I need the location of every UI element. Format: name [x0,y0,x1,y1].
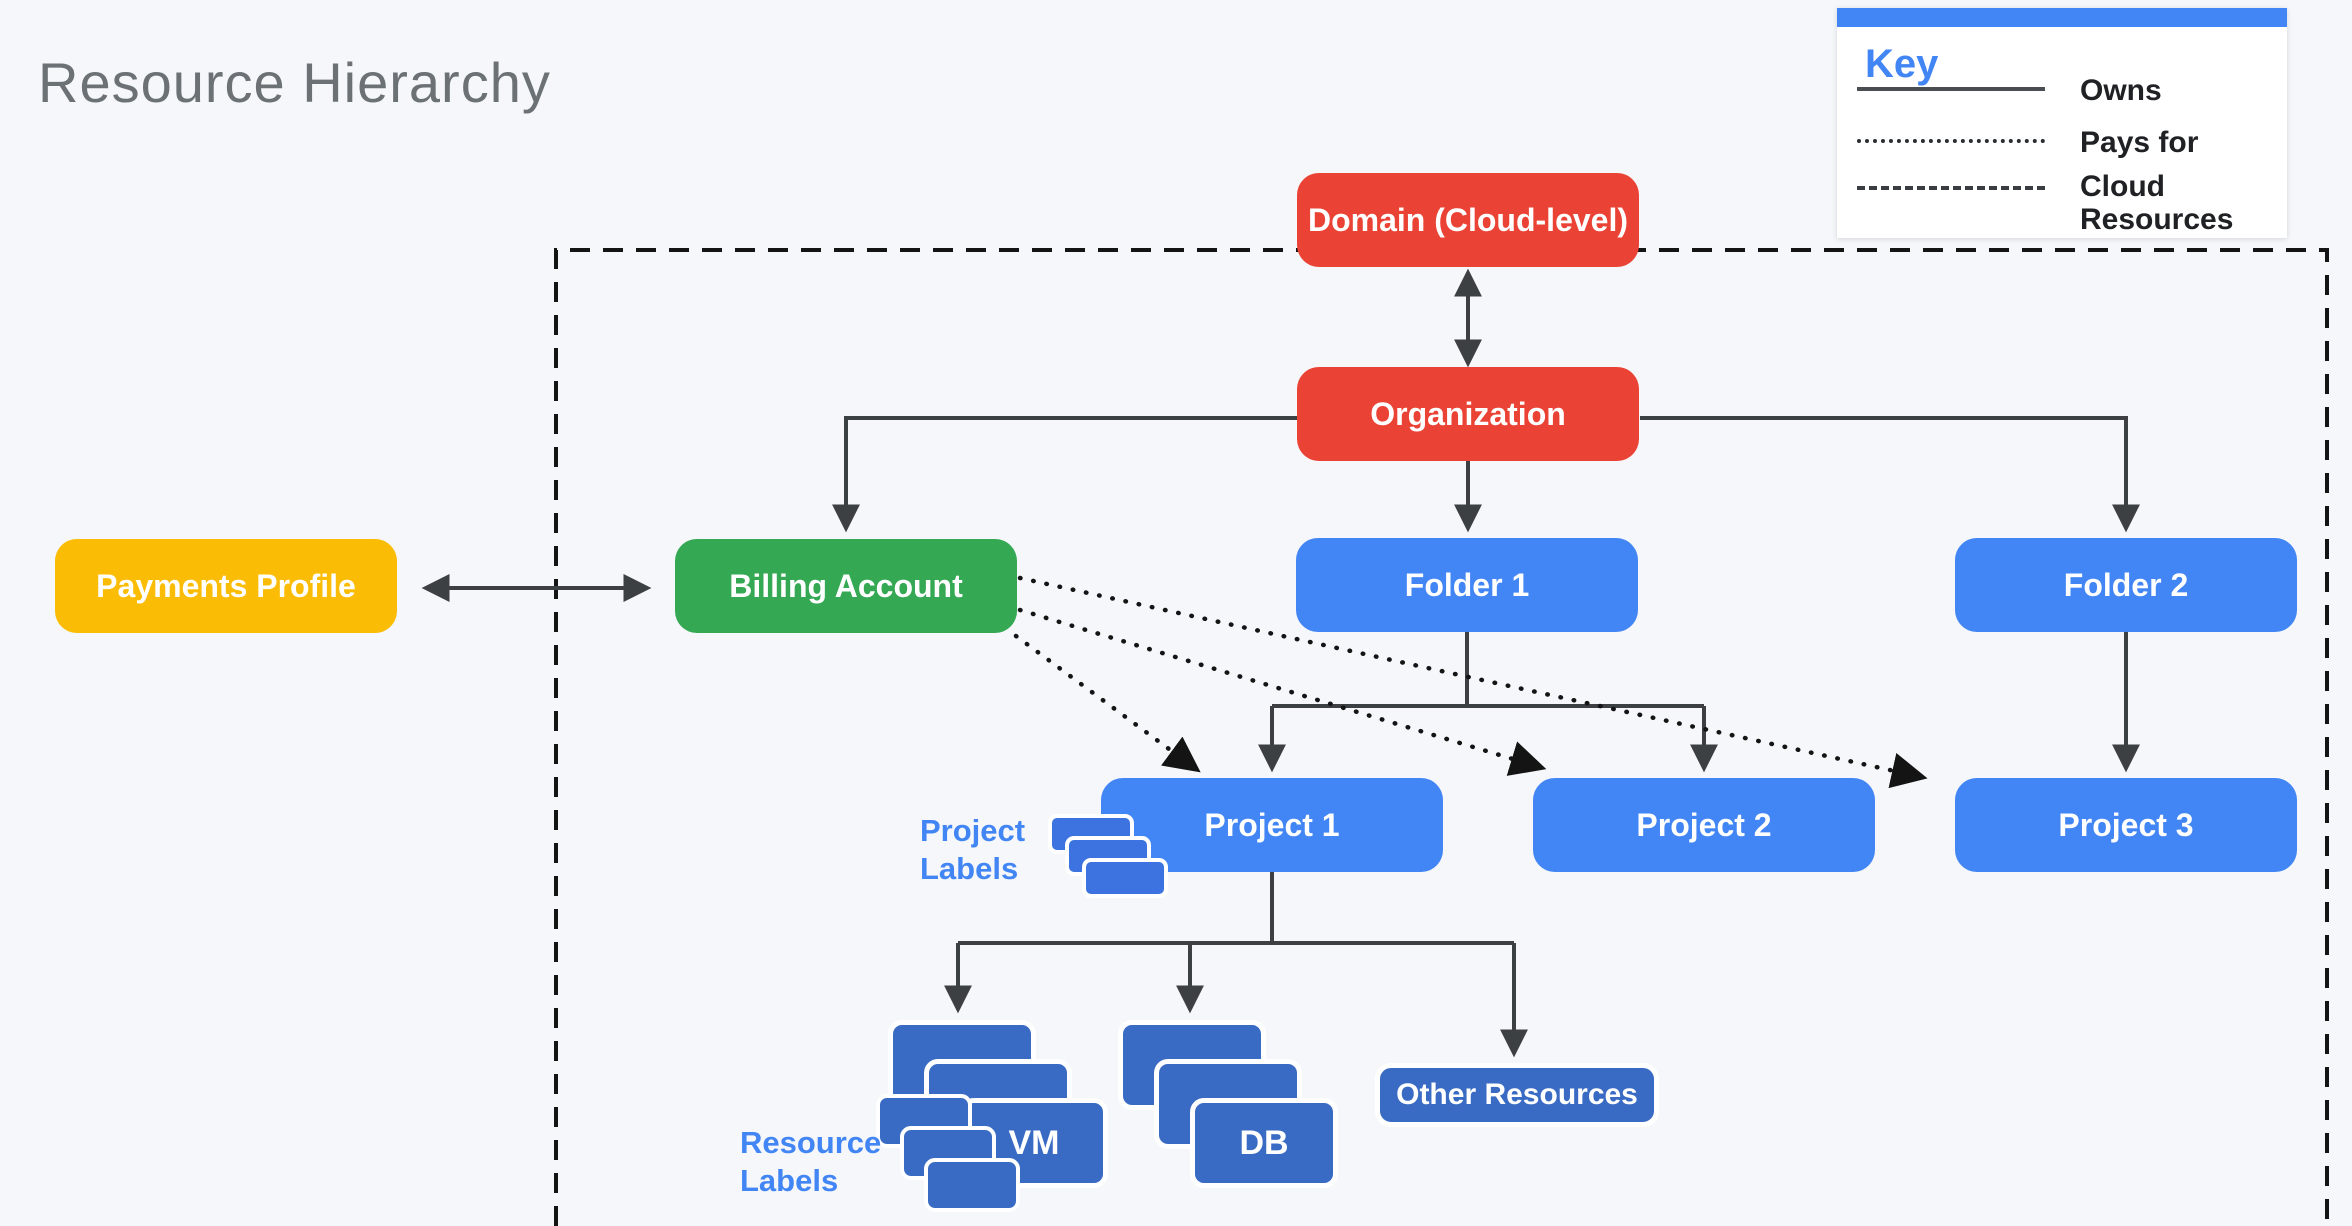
node-organization: Organization [1297,367,1639,461]
node-folder-2-label: Folder 2 [2063,566,2189,603]
project-label-tag [1082,858,1168,898]
resource-labels-annotation: Resource Labels [740,1125,882,1198]
node-organization-label: Organization [1370,395,1566,432]
edge-organization-folder2 [1640,416,2140,533]
legend-label-owns: Owns [2080,74,2162,107]
legend-label-cloud-resources: Cloud Resources [2080,170,2234,236]
node-billing-account: Billing Account [675,539,1017,633]
legend-label-pays-for: Pays for [2080,126,2199,159]
node-folder-2: Folder 2 [1955,538,2297,632]
node-domain: Domain (Cloud-level) [1297,173,1639,267]
node-payments-profile: Payments Profile [55,539,397,633]
legend-title: Key [1865,42,1939,86]
node-db: DB [1190,1098,1338,1188]
node-other-resources: Other Resources [1375,1063,1659,1127]
node-project-3-label: Project 3 [2058,806,2194,843]
legend-dashed-line [1857,186,2045,190]
node-db-label: DB [1239,1123,1289,1162]
edge-billing-project2-paysfor [1017,607,1547,776]
edge-project1-branch [958,872,1514,945]
node-payments-profile-label: Payments Profile [96,567,356,604]
node-folder-1: Folder 1 [1296,538,1638,632]
node-project-1-label: Project 1 [1204,806,1340,843]
node-project-2-label: Project 2 [1636,806,1772,843]
edge-organization-billing [832,416,1297,533]
node-project-3: Project 3 [1955,778,2297,872]
node-project-2: Project 2 [1533,778,1875,872]
node-vm-label: VM [1008,1123,1060,1162]
edge-billing-project1-paysfor [1013,633,1201,773]
resource-label-tag [924,1158,1020,1212]
node-billing-account-label: Billing Account [729,567,963,604]
edge-folder1-branch [1272,632,1704,708]
node-folder-1-label: Folder 1 [1404,566,1530,603]
node-other-resources-label: Other Resources [1396,1078,1638,1111]
node-project-1: Project 1 [1101,778,1443,872]
edge-billing-project3-paysfor [1017,575,1928,789]
legend-dotted-line [1857,139,2045,143]
node-domain-label: Domain (Cloud-level) [1307,201,1628,238]
page-title: Resource Hierarchy [38,51,551,114]
project-labels-annotation: Project Labels [920,813,1026,886]
legend: Key Owns Pays for Cloud Resources [1837,8,2287,238]
legend-header-bar [1837,8,2287,27]
legend-solid-line [1857,87,2045,91]
